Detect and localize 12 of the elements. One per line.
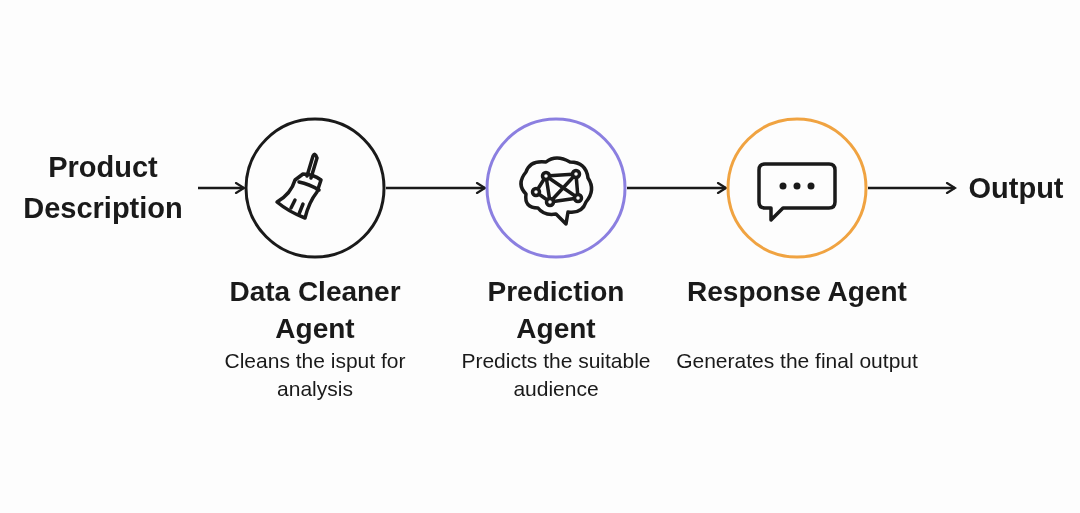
arrow	[198, 181, 246, 195]
agent-title: Response Agent	[686, 275, 908, 309]
agent-description: Generates the final output	[676, 348, 918, 374]
arrow	[868, 181, 957, 195]
agent-title: Data Cleaner Agent	[228, 275, 402, 346]
agent-description: Predicts the suitable audience	[460, 348, 652, 402]
flow-label: Product Description	[8, 145, 198, 231]
agent-title: Prediction Agent	[486, 275, 626, 346]
arrow	[627, 181, 728, 195]
arrow	[386, 181, 487, 195]
flow-label: Output	[955, 165, 1077, 211]
agent-description: Cleans the isput for analysis	[223, 348, 407, 402]
